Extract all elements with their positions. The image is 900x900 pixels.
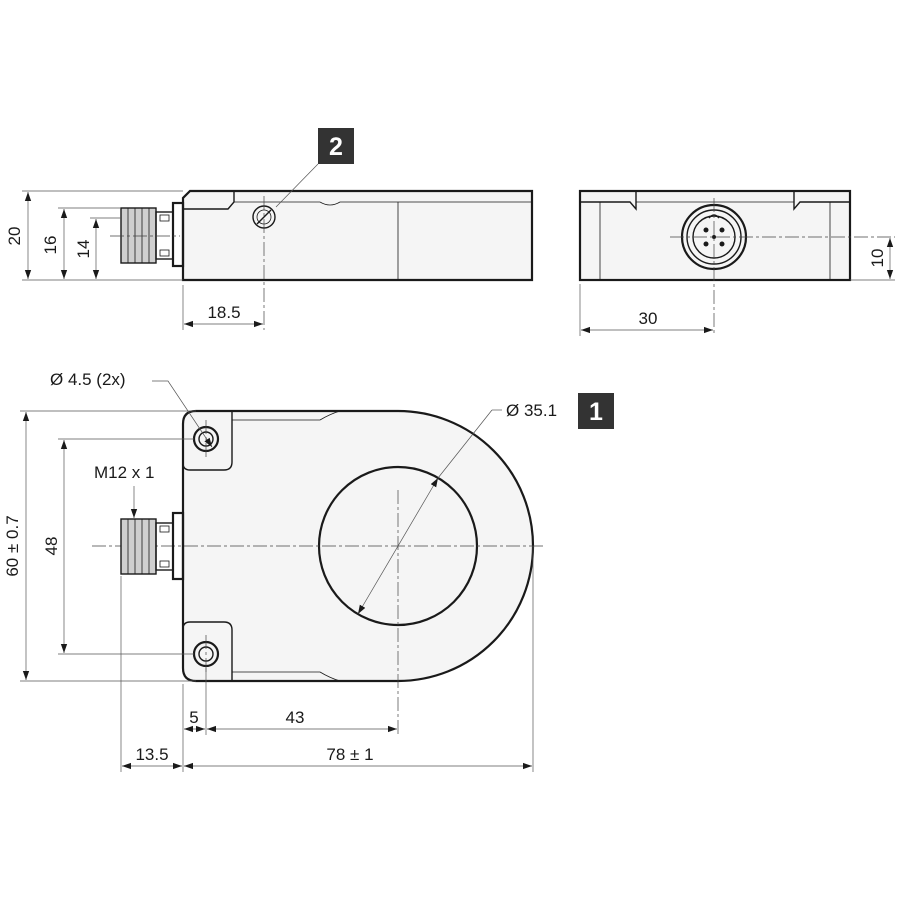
dim-hole-offset: 5 bbox=[189, 708, 198, 727]
dim-total-length: 78 ± 1 bbox=[326, 745, 373, 764]
top-view-connector bbox=[120, 518, 174, 575]
dim-side-height-connector: 14 bbox=[74, 240, 93, 259]
end-view: 30 10 bbox=[578, 189, 895, 336]
dim-end-width: 30 bbox=[639, 309, 658, 328]
dim-connector-length: 13.5 bbox=[135, 745, 168, 764]
side-view-body bbox=[181, 189, 534, 282]
side-view-flange bbox=[171, 201, 185, 268]
callout-2-label: 2 bbox=[329, 133, 343, 161]
callout-1-box bbox=[578, 393, 614, 429]
dim-top-height: 60 ± 0.7 bbox=[3, 515, 22, 576]
callout-2-box bbox=[318, 128, 354, 164]
dim-ring-diameter: Ø 35.1 bbox=[506, 401, 557, 420]
dim-side-height-total: 20 bbox=[5, 227, 24, 246]
dim-side-screw-offset: 18.5 bbox=[207, 303, 240, 322]
dim-hole-diameter: Ø 4.5 (2x) bbox=[50, 370, 126, 389]
dim-thread: M12 x 1 bbox=[94, 463, 154, 482]
callout-1-label: 1 bbox=[589, 398, 603, 426]
dim-hole-spacing: 48 bbox=[42, 537, 61, 556]
dim-side-height-inner: 16 bbox=[41, 236, 60, 255]
side-view: 20 16 14 18.5 2 bbox=[5, 128, 534, 330]
side-view-connector bbox=[120, 207, 174, 264]
dim-end-connector-height: 10 bbox=[868, 249, 887, 268]
dim-center-offset: 43 bbox=[286, 708, 305, 727]
top-view: 60 ± 0.7 48 5 43 13.5 78 ± 1 Ø 4.5 (2x) … bbox=[3, 370, 614, 772]
